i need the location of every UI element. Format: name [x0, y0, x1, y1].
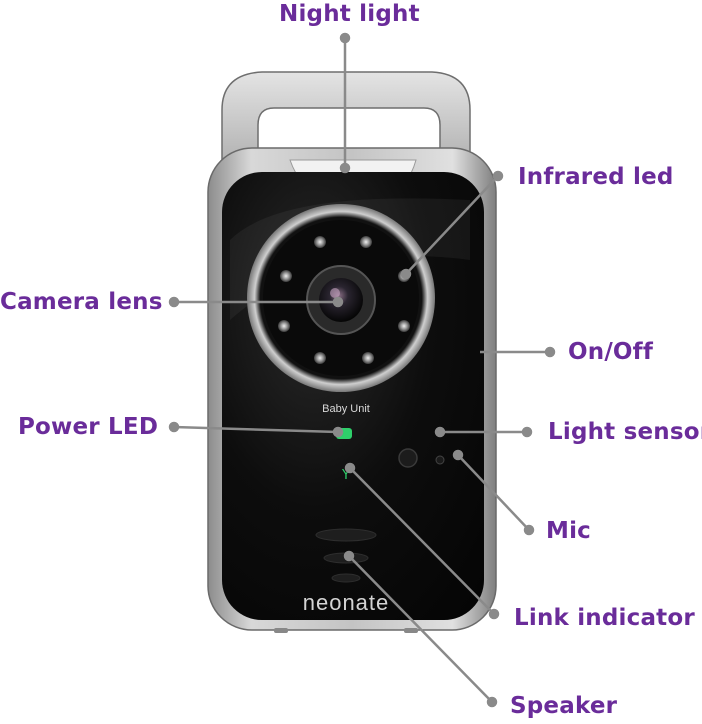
label-link-indicator: Link indicator	[514, 605, 695, 631]
infrared-led-group	[278, 236, 410, 364]
label-light-sensor: Light sensor	[548, 419, 702, 445]
label-infrared-led: Infrared led	[518, 164, 674, 190]
brand-logo: neonate	[303, 590, 390, 615]
label-camera-lens: Camera lens	[0, 289, 163, 315]
label-mic: Mic	[546, 518, 592, 544]
infrared-led	[398, 320, 410, 332]
infrared-led	[360, 236, 372, 248]
infrared-led	[314, 236, 326, 248]
mic-hole	[435, 455, 445, 465]
link-indicator-icon: Y	[341, 468, 350, 483]
infrared-led	[278, 320, 290, 332]
label-on-off: On/Off	[568, 339, 654, 365]
infrared-led	[280, 270, 292, 282]
label-speaker: Speaker	[510, 693, 618, 719]
light-sensor	[398, 448, 418, 468]
label-night-light: Night light	[279, 1, 420, 27]
label-power-led: Power LED	[18, 414, 159, 440]
model-label: Baby Unit	[322, 403, 370, 415]
leader-lines	[168, 32, 556, 708]
infrared-led	[362, 352, 374, 364]
infrared-led	[314, 352, 326, 364]
